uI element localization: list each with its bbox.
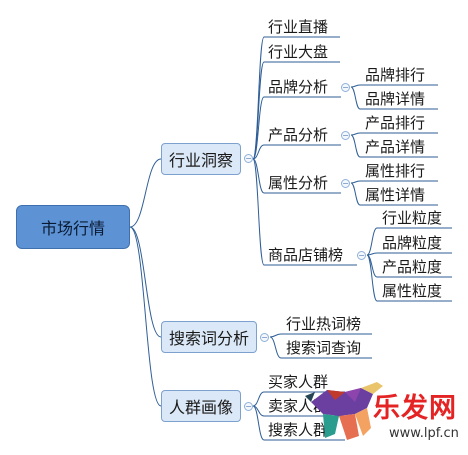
node-industry-granularity[interactable]: 行业粒度 bbox=[382, 209, 443, 227]
branch-node-search-term-analysis[interactable]: 搜索词分析 bbox=[161, 321, 257, 353]
root-node[interactable]: 市场行情 bbox=[16, 205, 130, 249]
collapse-toggle-icon[interactable]: − bbox=[357, 251, 366, 260]
root-label: 市场行情 bbox=[40, 219, 105, 238]
connector-line bbox=[269, 333, 282, 338]
connector-line bbox=[252, 36, 265, 160]
connector-line bbox=[350, 84, 361, 88]
connector-line bbox=[350, 180, 361, 184]
node-search-term-query[interactable]: 搜索词查询 bbox=[286, 339, 362, 357]
node-industry-overview[interactable]: 行业大盘 bbox=[268, 43, 329, 61]
connector-line bbox=[269, 336, 282, 359]
connector-line bbox=[129, 226, 162, 407]
branch-label: 人群画像 bbox=[168, 398, 233, 417]
connector-line bbox=[350, 132, 361, 136]
collapse-toggle-icon[interactable]: − bbox=[341, 179, 350, 188]
watermark-url: www.lpf.cn bbox=[389, 426, 459, 441]
connector-line bbox=[366, 227, 378, 256]
node-attribute-analysis[interactable]: 属性分析 bbox=[268, 174, 329, 192]
watermark-brand: 乐发网 bbox=[373, 393, 457, 424]
node-brand-detail[interactable]: 品牌详情 bbox=[365, 90, 426, 108]
connector-line bbox=[350, 134, 361, 158]
collapse-toggle-icon[interactable]: − bbox=[260, 333, 269, 342]
collapse-toggle-icon[interactable]: − bbox=[244, 402, 253, 411]
node-buyer-crowd[interactable]: 买家人群 bbox=[268, 373, 329, 391]
branch-node-industry-insight[interactable]: 行业洞察 bbox=[161, 143, 241, 175]
node-industry-hot-terms[interactable]: 行业热词榜 bbox=[286, 315, 362, 333]
branch-label: 搜索词分析 bbox=[168, 329, 249, 348]
connector-line bbox=[252, 158, 265, 266]
node-attribute-detail[interactable]: 属性详情 bbox=[365, 186, 426, 204]
connector-line bbox=[252, 144, 265, 160]
node-industry-live[interactable]: 行业直播 bbox=[268, 18, 329, 36]
connector-line bbox=[366, 254, 378, 302]
node-product-detail[interactable]: 产品详情 bbox=[365, 138, 426, 156]
node-attribute-granularity[interactable]: 属性粒度 bbox=[382, 282, 443, 300]
connector-line bbox=[350, 182, 361, 206]
bull-logo-icon bbox=[305, 382, 383, 440]
node-product-granularity[interactable]: 产品粒度 bbox=[382, 258, 443, 276]
node-product-ranking[interactable]: 产品排行 bbox=[365, 114, 426, 132]
node-shop-ranking[interactable]: 商品店铺榜 bbox=[268, 246, 344, 264]
collapse-toggle-icon[interactable]: − bbox=[341, 83, 350, 92]
connector-line bbox=[252, 96, 265, 160]
node-brand-granularity[interactable]: 品牌粒度 bbox=[382, 234, 443, 252]
connector-line bbox=[252, 405, 265, 441]
connector-line bbox=[129, 158, 162, 228]
watermark: 乐发网 www.lpf.cn bbox=[305, 380, 468, 455]
node-attribute-ranking[interactable]: 属性排行 bbox=[365, 162, 426, 180]
collapse-toggle-icon[interactable]: − bbox=[341, 131, 350, 140]
connector-line bbox=[252, 391, 265, 407]
node-product-analysis[interactable]: 产品分析 bbox=[268, 126, 329, 144]
connector-line bbox=[252, 61, 265, 160]
branch-node-crowd-portrait[interactable]: 人群画像 bbox=[161, 390, 241, 422]
node-brand-analysis[interactable]: 品牌分析 bbox=[268, 78, 329, 96]
collapse-toggle-icon[interactable]: − bbox=[244, 154, 253, 163]
connector-line bbox=[129, 226, 162, 338]
node-brand-ranking[interactable]: 品牌排行 bbox=[365, 66, 426, 84]
connector-line bbox=[350, 86, 361, 110]
branch-label: 行业洞察 bbox=[168, 151, 233, 170]
node-search-crowd[interactable]: 搜索人群 bbox=[268, 421, 329, 439]
